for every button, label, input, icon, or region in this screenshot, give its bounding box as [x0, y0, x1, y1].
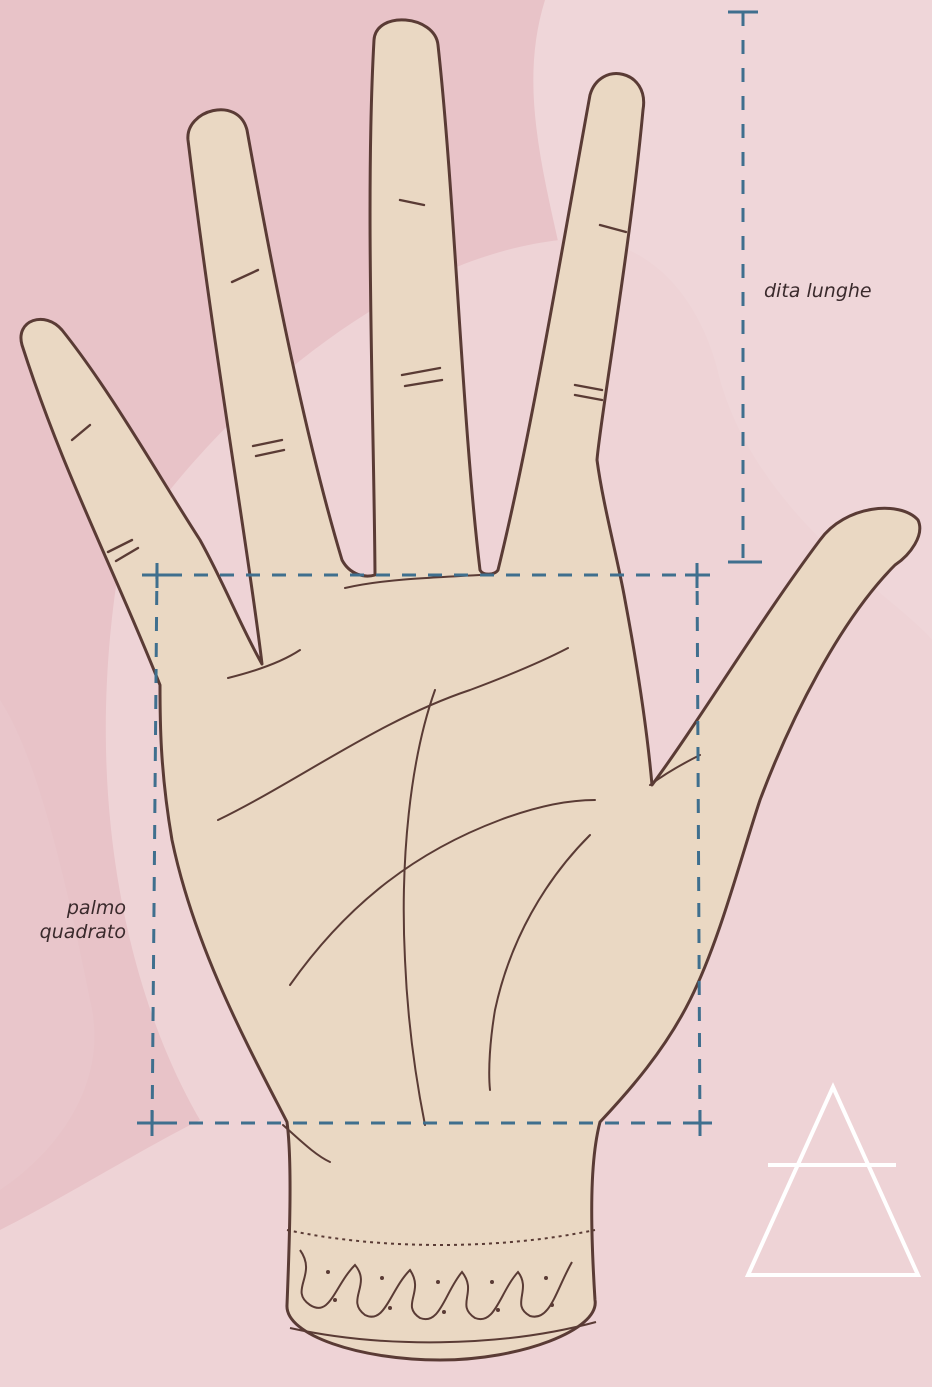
palm-label-line-2: quadrato	[40, 920, 126, 944]
palm-shape-label: palmo quadrato	[40, 896, 126, 944]
palm-label-line-1: palmo	[40, 896, 126, 920]
finger-length-label: dita lunghe	[764, 279, 872, 303]
background-blob-left	[0, 700, 94, 1190]
